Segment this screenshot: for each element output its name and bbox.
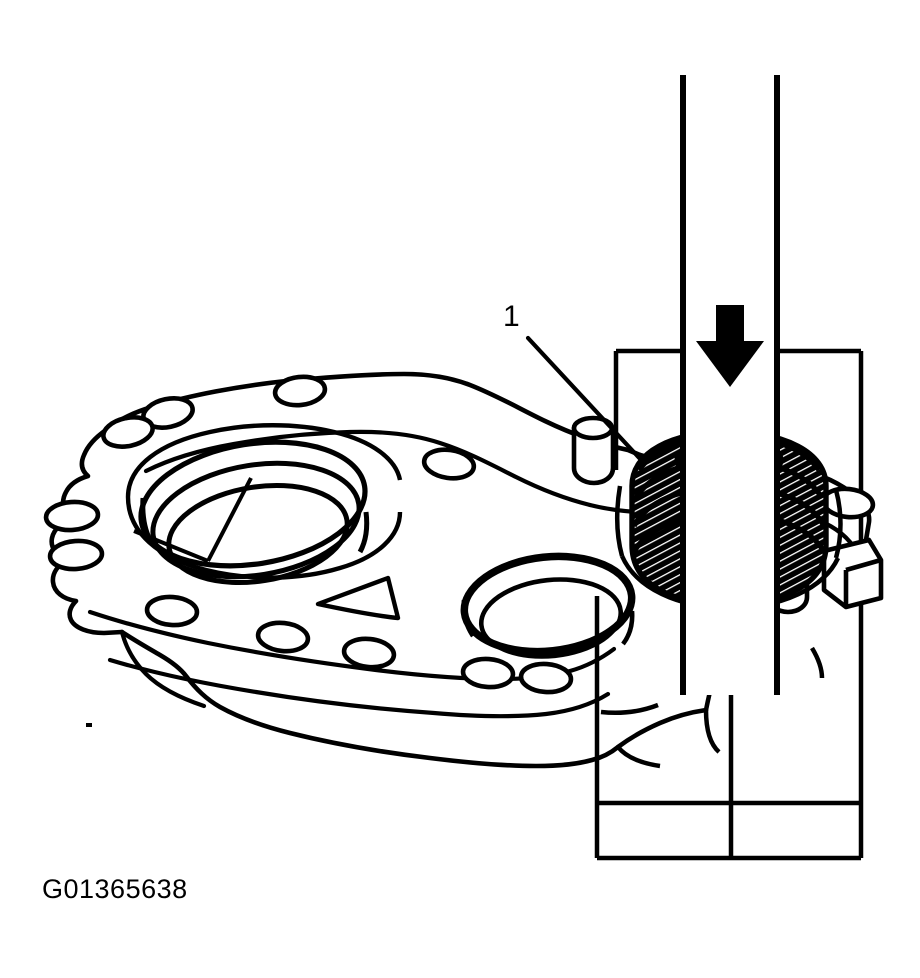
bolt-hole [47,538,105,572]
bolt-hole [518,661,574,695]
triangular-rib [315,575,401,621]
bolt-hole [272,374,328,408]
oil-pump-bore [460,552,636,659]
bolt-hole [144,594,200,628]
bolt-hole [421,447,477,481]
bolt-hole [341,636,397,670]
bolt-hole [101,415,155,449]
right-side-tab [821,537,884,610]
figure-id-label: G01365638 [42,874,188,904]
bolt-hole [255,620,311,654]
seal-installer-tool [680,75,780,695]
callout-1-label: 1 [503,300,520,333]
scan-artifacts [86,723,92,727]
bolt-hole [460,656,516,690]
callout-leader-line [525,335,646,465]
bolt-hole [43,499,101,533]
housing-face-rib-contour [87,609,617,719]
dowel-pin-upper [571,415,616,486]
press-direction-arrow [696,305,764,387]
crankshaft-bore [125,423,403,586]
